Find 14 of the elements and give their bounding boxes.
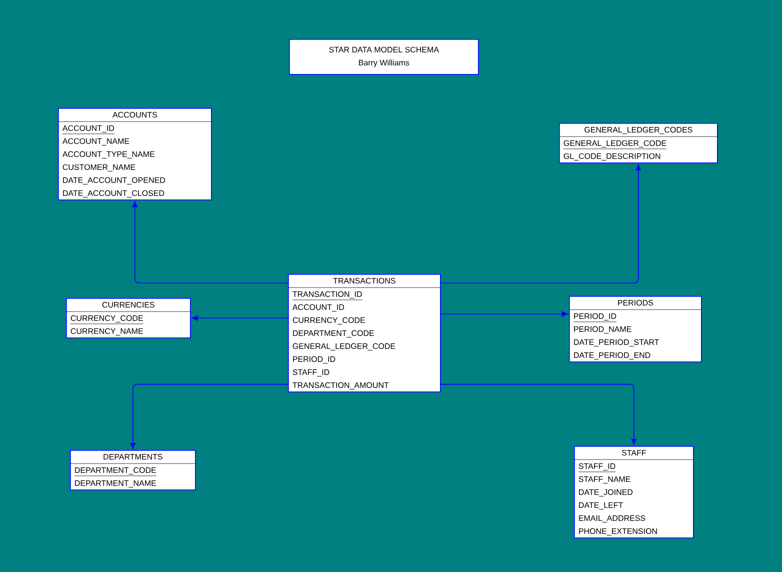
relationship-arrow (132, 201, 288, 284)
title-box: STAR DATA MODEL SCHEMA Barry Williams (289, 39, 479, 75)
entity-table: TRANSACTIONS TRANSACTION_ID ACCOUNT_ID CURRENCY_CODE DEPARTMENT_CODE GENERAL_LEDGER_CODE PERIOD_ID STAFF_ID TRANSACTION_AMOUNT (288, 274, 441, 392)
relationship-arrow (192, 316, 288, 321)
entity-table: GENERAL_LEDGER_CODES GENERAL_LEDGER_CODE GL_CODE_DESCRIPTION (559, 123, 718, 164)
relationship-arrow (440, 164, 642, 284)
relationship-arrow (130, 384, 288, 449)
entity-table: DEPARTMENTS DEPARTMENT_CODE DEPARTMENT_NAME (70, 450, 196, 490)
entity-table: STAFF STAFF_ID STAFF_NAME DATE_JOINED DATE_LEFT EMAIL_ADDRESS PHONE_EXTENSION (574, 446, 694, 538)
entity-table: PERIODS PERIOD_ID PERIOD_NAME DATE_PERIOD_START DATE_PERIOD_END (569, 296, 702, 362)
relationship-arrow (440, 311, 568, 317)
entity-table: ACCOUNTS ACCOUNT_ID ACCOUNT_NAME ACCOUNT_TYPE_NAME CUSTOMER_NAME DATE_ACCOUNT_OPENED DATE_ACCOUNT_CLOSED (58, 108, 212, 200)
relationship-arrow (440, 384, 637, 445)
entity-table: CURRENCIES CURRENCY_CODE CURRENCY_NAME (66, 298, 191, 338)
